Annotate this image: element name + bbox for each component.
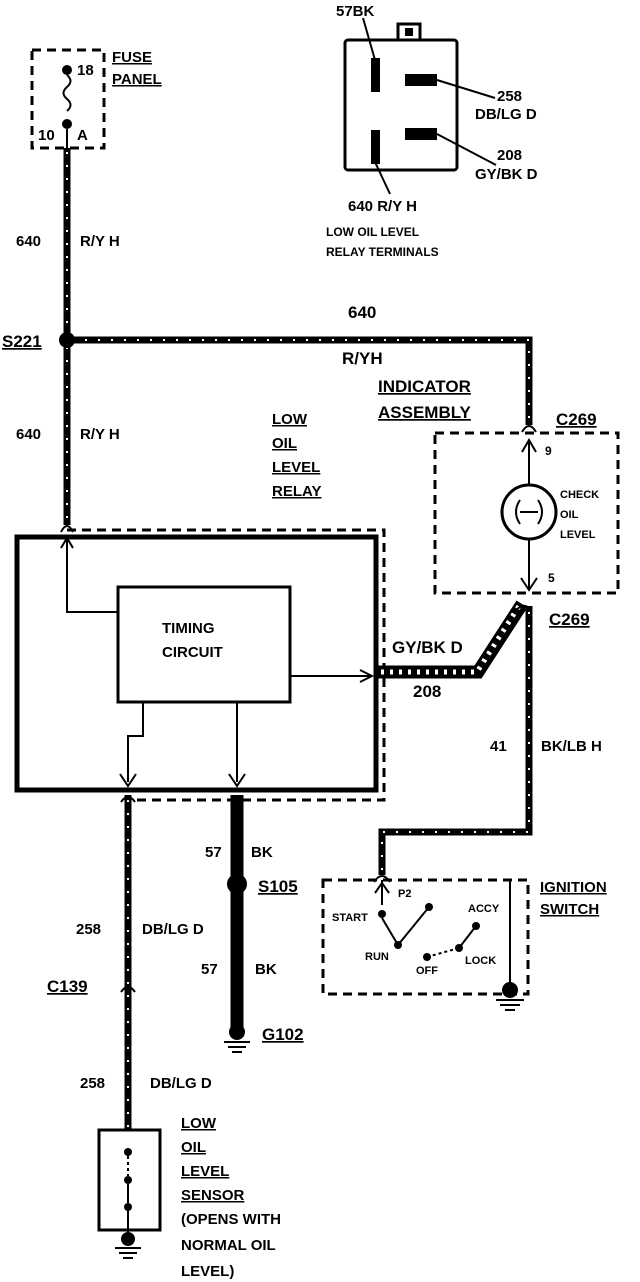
fuse-pin-10: 10 (38, 127, 55, 144)
sensor-label-line2: OIL (181, 1139, 206, 1156)
relay-label-line1: LOW (272, 411, 308, 428)
ignition-start: START (332, 912, 368, 924)
relay-label-line4: RELAY (272, 483, 321, 500)
fuse-pin-18: 18 (77, 62, 94, 79)
indicator-pin-5: 5 (548, 571, 555, 585)
fuse-pin-a: A (77, 127, 88, 144)
relay-terminals-caption-line1: LOW OIL LEVEL (326, 225, 419, 239)
wire-258: 258 DB/LG D C139 258 DB/LG D (47, 795, 212, 1130)
wire-57-bottom-color: BK (255, 961, 277, 978)
ignition-run: RUN (365, 951, 389, 963)
indicator-label-line1: INDICATOR (378, 377, 471, 396)
lamp-label-line3: LEVEL (560, 529, 596, 541)
timing-circuit-line2: CIRCUIT (162, 644, 223, 661)
wire-640-top-color: R/Y H (80, 233, 120, 250)
connector-c269-bottom: C269 (549, 610, 590, 629)
low-oil-level-relay: TIMING CIRCUIT LOW OIL LEVEL RELAY (14, 411, 386, 802)
relay-terminal-top-label: 57BK (336, 3, 375, 20)
relay-label-line2: OIL (272, 435, 297, 452)
ignition-label-line1: IGNITION (540, 879, 607, 896)
relay-terminals-caption-line2: RELAY TERMINALS (326, 245, 439, 259)
ignition-label-line2: SWITCH (540, 901, 599, 918)
relay-terminal-640-label: 640 R/Y H (348, 198, 417, 215)
wire-57-top-number: 57 (205, 844, 222, 861)
relay-terminals-view: 57BK 258 DB/LG D 208 GY/BK D 640 R/Y H L… (326, 3, 538, 259)
wire-258-bottom-number: 258 (80, 1075, 105, 1092)
wire-258-bottom-color: DB/LG D (150, 1075, 212, 1092)
ignition-off: OFF (416, 965, 438, 977)
connector-c139-label: C139 (47, 977, 88, 996)
wire-640-mid-color: R/Y H (80, 426, 120, 443)
ignition-accy: ACCY (468, 903, 500, 915)
wire-640-mid-number: 640 (16, 426, 41, 443)
sensor-label-line7: LEVEL) (181, 1263, 234, 1280)
wire-41: 41 BK/LB H (373, 606, 602, 883)
indicator-pin-9: 9 (545, 444, 552, 458)
wire-640-horizontal-number: 640 (348, 303, 376, 322)
ignition-switch: P2 START ACCY RUN OFF LOCK IGNITION SWIT… (321, 878, 607, 996)
timing-circuit-line1: TIMING (162, 620, 215, 637)
connector-c269-top: C269 (556, 410, 597, 429)
relay-terminal-258-number: 258 (497, 88, 522, 105)
ground-ignition (496, 982, 524, 1011)
sensor-label-line4: SENSOR (181, 1187, 245, 1204)
fuse-panel: 18 10 A FUSE PANEL (30, 48, 162, 150)
fuse-panel-label-line1: FUSE (112, 49, 152, 66)
wire-640: 640 R/Y H 640 R/Y H 640 R/YH (16, 148, 537, 533)
wire-258-top-color: DB/LG D (142, 921, 204, 938)
ignition-lock: LOCK (465, 955, 496, 967)
splice-s221-label: S221 (2, 332, 42, 351)
wire-640-horizontal-color: R/YH (342, 349, 383, 368)
sensor-label-line5: (OPENS WITH (181, 1211, 281, 1228)
relay-label-line3: LEVEL (272, 459, 320, 476)
wire-57: 57 BK 57 BK S105 (201, 795, 298, 1030)
sensor-label-line1: LOW (181, 1115, 217, 1132)
sensor-label-line3: LEVEL (181, 1163, 229, 1180)
wire-41-color: BK/LB H (541, 738, 602, 755)
lamp-label-line1: CHECK (560, 489, 599, 501)
wire-258-top-number: 258 (76, 921, 101, 938)
relay-terminal-208-color: GY/BK D (475, 166, 538, 183)
indicator-label-line2: ASSEMBLY (378, 403, 472, 422)
wire-208: GY/BK D 208 (378, 600, 530, 701)
ground-g102-label: G102 (262, 1025, 304, 1044)
low-oil-level-sensor: LOW OIL LEVEL SENSOR (OPENS WITH NORMAL … (97, 1115, 281, 1280)
wire-640-top-number: 640 (16, 233, 41, 250)
splice-s221: S221 (2, 332, 75, 351)
ignition-p2: P2 (398, 888, 411, 900)
ground-g102: G102 (224, 1024, 304, 1053)
wire-208-number: 208 (413, 682, 441, 701)
relay-terminal-208-number: 208 (497, 147, 522, 164)
wire-208-color: GY/BK D (392, 638, 463, 657)
splice-s105-label: S105 (258, 877, 298, 896)
fuse-panel-label-line2: PANEL (112, 71, 162, 88)
sensor-label-line6: NORMAL OIL (181, 1237, 276, 1254)
relay-terminal-258-color: DB/LG D (475, 106, 537, 123)
wire-41-number: 41 (490, 738, 507, 755)
lamp-label-line2: OIL (560, 509, 579, 521)
wire-57-top-color: BK (251, 844, 273, 861)
indicator-assembly: 9 5 CHECK OIL LEVEL INDICATOR ASSEMBLY (378, 377, 620, 595)
wire-57-bottom-number: 57 (201, 961, 218, 978)
